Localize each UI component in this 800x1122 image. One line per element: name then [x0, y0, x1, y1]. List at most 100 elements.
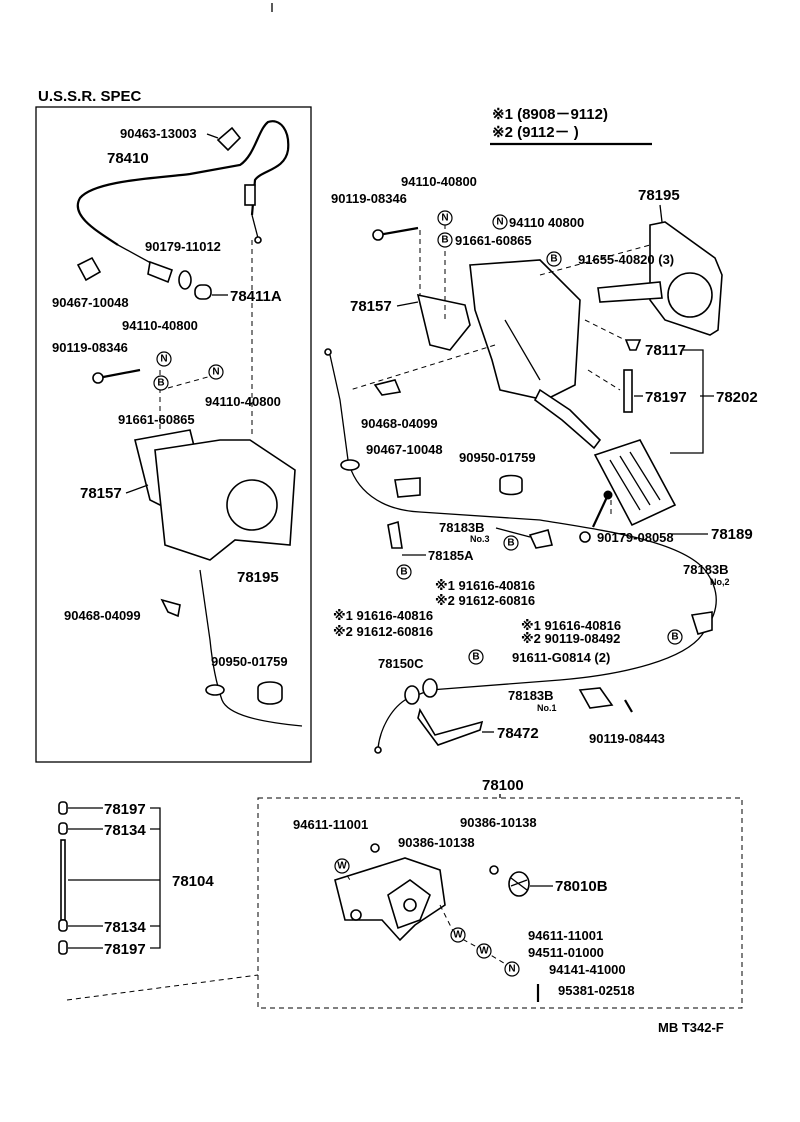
- ussr-cable-assembly: [76, 120, 303, 727]
- callout-90119-08443: 90119-08443: [589, 731, 665, 746]
- callout-91611-G0814: 91611-G0814 (2): [512, 650, 610, 665]
- callout-90386-10138-b: 90386-10138: [460, 815, 537, 830]
- callout-90119-08492: ※2 90119-08492: [521, 631, 620, 646]
- dashed-leader-rod: [66, 974, 259, 1001]
- bushing-78197-top: [58, 801, 68, 815]
- bolt-badge-right-3: B: [503, 535, 519, 551]
- svg-text:W: W: [453, 930, 463, 941]
- ussr-spec-title: U.S.S.R. SPEC: [38, 88, 142, 105]
- callout-91661-60865-left: 91661-60865: [118, 412, 195, 427]
- pedal-pad: [593, 439, 677, 527]
- leader: [206, 133, 219, 139]
- rod-assembly-78104: [58, 801, 259, 1001]
- callout-94611-11001-a: 94611-11001: [293, 817, 368, 832]
- bracket-78472: [417, 707, 484, 746]
- svg-text:N: N: [508, 964, 515, 975]
- bolt-badge-right-6: B: [468, 649, 484, 665]
- pedal-housing: [469, 259, 581, 401]
- bracket-arm-right: [597, 281, 663, 303]
- dashed-leader-r6: [539, 244, 651, 276]
- screw-head: [603, 490, 613, 500]
- dashed-leader-r4: [584, 319, 626, 341]
- svg-text:B: B: [472, 652, 479, 663]
- cable-tip-end: [254, 236, 262, 244]
- callout-78183B-no3-suffix: No.3: [470, 534, 490, 544]
- callout-90119-08346-left: 90119-08346: [52, 340, 128, 355]
- leader: [125, 484, 149, 494]
- bolt-badge-right-1: B: [437, 232, 453, 248]
- callout-91655-40820: 91655-40820 (3): [578, 252, 674, 267]
- callout-90179-08058: 90179-08058: [597, 530, 674, 545]
- callout-91661-60865-right: 91661-60865: [455, 233, 532, 248]
- rod-leaders: [68, 807, 160, 949]
- callout-94110-40800-left-1: 94110-40800: [122, 318, 198, 333]
- callout-78197-bottom: 78197: [104, 941, 146, 958]
- callout-91616-40816-c: ※1 91616-40816: [521, 618, 621, 633]
- callout-90119-08346-right: 90119-08346: [331, 191, 407, 206]
- bushing-78197-bottom: [58, 940, 68, 955]
- bracket-hole: [226, 479, 278, 531]
- callout-94110-40800-right-2: 94110 40800: [509, 215, 584, 230]
- callout-91612-60816-b: ※2 91612-60816: [333, 624, 433, 639]
- svg-text:B: B: [157, 378, 164, 389]
- callout-94110-40800-right: 94110-40800: [401, 174, 477, 189]
- nut-90179-08058: [579, 531, 591, 543]
- bolt-90119-08346: [97, 368, 141, 380]
- callout-91612-60816-a: ※2 91612-60816: [435, 593, 535, 608]
- link-pin: [350, 909, 362, 921]
- cable-lower-end: [377, 689, 431, 749]
- callout-90386-10138-a: 90386-10138: [398, 835, 475, 850]
- spring-coil: [510, 877, 528, 891]
- bushing-78197: [623, 369, 633, 413]
- bolt-head: [92, 372, 104, 384]
- pedal-pad-ribs: [609, 451, 661, 511]
- leader: [659, 204, 663, 223]
- callout-90467-10048-left: 90467-10048: [52, 295, 129, 310]
- nut-badge-right-2: N: [492, 214, 508, 230]
- callout-78411A: 78411A: [230, 288, 282, 305]
- callout-94110-40800-left-2: 94110-40800: [205, 394, 281, 409]
- svg-text:N: N: [160, 354, 167, 365]
- bolt-badge-right-2: B: [546, 251, 562, 267]
- callout-90468-04099-left: 90468-04099: [64, 608, 141, 623]
- callout-78100: 78100: [482, 777, 524, 794]
- svg-text:N: N: [496, 217, 503, 228]
- callout-78183B-no2: 78183B: [683, 562, 729, 577]
- svg-text:W: W: [479, 946, 489, 957]
- callout-78104: 78104: [172, 873, 214, 890]
- callout-78197-right: 78197: [645, 389, 687, 406]
- callout-90467-10048-right: 90467-10048: [366, 442, 443, 457]
- bolt-90119-08346-right: [377, 226, 419, 237]
- nut-badge-lower: N: [504, 961, 520, 977]
- callout-78183B-no2-suffix: No,2: [710, 577, 730, 587]
- svg-text:B: B: [441, 235, 448, 246]
- bracket-78202: [670, 349, 714, 454]
- bushing-78134-bottom: [58, 919, 68, 932]
- svg-text:N: N: [212, 367, 219, 378]
- washer-badge-2: W: [450, 927, 466, 943]
- bracket-hole-right: [667, 272, 713, 318]
- svg-text:B: B: [671, 632, 678, 643]
- accelerator-cable-main: [329, 354, 717, 691]
- clip-78185A: [387, 520, 403, 549]
- washer-90386-10138-b: [489, 865, 499, 875]
- lower-cable: [199, 569, 303, 727]
- cable-adjuster: [147, 260, 174, 284]
- grommet-right: [340, 459, 360, 471]
- clamp-78183B-no1: [578, 687, 614, 709]
- callout-94611-11001-b: 94611-11001: [528, 928, 603, 943]
- callout-78183B-no1-suffix: No.1: [537, 703, 557, 713]
- washer-90386-10138-a: [370, 843, 380, 853]
- svg-text:N: N: [441, 213, 448, 224]
- dashed-leader-3: [167, 374, 216, 389]
- svg-text:B: B: [550, 254, 557, 265]
- accelerator-cable-78410: [76, 120, 290, 246]
- callout-78410: 78410: [107, 150, 149, 167]
- pedal-assembly: [324, 215, 723, 754]
- bracket-78195: [154, 439, 296, 561]
- legend-line-1: ※1 (8908－9112): [492, 106, 608, 123]
- callout-78195-left: 78195: [237, 569, 279, 586]
- clamp-78183B-no2: [690, 611, 713, 635]
- callout-94511-01000: 94511-01000: [528, 945, 604, 960]
